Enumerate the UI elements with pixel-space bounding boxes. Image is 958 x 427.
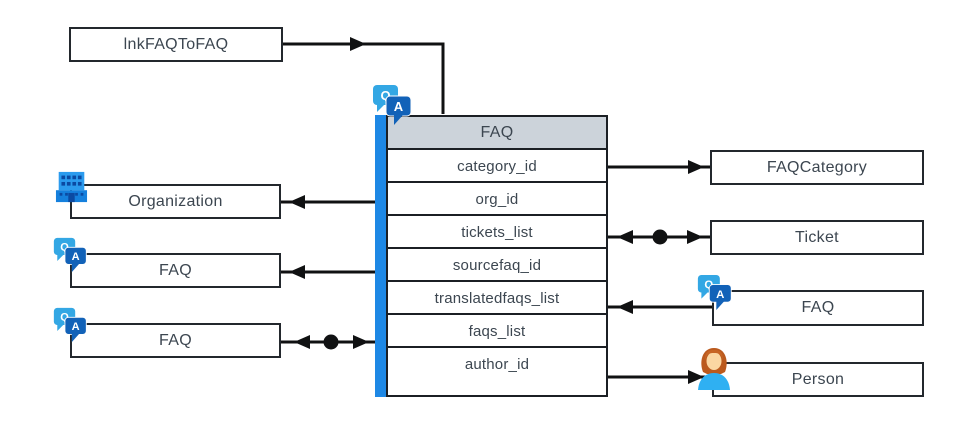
arrowhead-right-ticket [687,230,703,244]
svg-text:Q: Q [60,242,69,254]
entity-person[interactable]: Person [712,362,924,397]
entity-faqcategory[interactable]: FAQCategory [710,150,924,185]
qa-speech-bubbles-icon: Q A [53,307,87,343]
svg-text:Q: Q [380,88,390,103]
table-title: FAQ [480,123,514,141]
svg-text:A: A [394,99,404,114]
arrowhead-left-faq-left [289,265,305,279]
entity-label: Organization [128,192,223,210]
qa-speech-bubbles-icon: Q A [697,274,732,311]
person-icon [698,348,730,390]
arrowhead-right-person [688,370,704,384]
table-header[interactable]: FAQ [388,117,606,150]
svg-text:A: A [72,321,80,333]
entity-label: Person [791,370,845,388]
entity-faq-right[interactable]: FAQ [712,290,924,326]
relation-dot-faqs-list [323,334,339,350]
table-row-category-id[interactable]: category_id [388,150,606,183]
entity-label: FAQ [159,331,192,349]
entity-label: Ticket [795,228,839,246]
table-row-tickets-list[interactable]: tickets_list [388,216,606,249]
arrowhead-left-translatedfaqs [617,300,633,314]
organization-building-icon [55,171,88,203]
arrowhead-right-faqcategory [688,160,704,174]
entity-label: FAQ [159,261,192,279]
connector-lnkfaqtofaq-to-table [283,42,445,114]
table-row-author-id[interactable]: author_id [388,348,606,381]
table-row-translatedfaqs-list[interactable]: translatedfaqs_list [388,282,606,315]
table-row-faqs-list[interactable]: faqs_list [388,315,606,348]
entity-ticket[interactable]: Ticket [710,220,924,255]
arrowhead-right-lnk [350,37,366,51]
arrowhead-left-tickets [617,230,633,244]
entity-label: FAQCategory [766,158,868,176]
svg-text:Q: Q [60,312,69,324]
svg-text:A: A [72,251,80,263]
entity-label: FAQ [801,299,835,316]
table-accent-bar [375,115,386,397]
svg-text:A: A [716,289,724,301]
entity-faq-bottom-left[interactable]: FAQ [70,323,281,358]
relation-dot-ticket [652,229,668,245]
table-row-org-id[interactable]: org_id [388,183,606,216]
table-row-sourcefaq-id[interactable]: sourcefaq_id [388,249,606,282]
svg-text:Q: Q [704,279,713,291]
entity-faq-left[interactable]: FAQ [70,253,281,288]
arrowhead-right-faqs-list [353,335,369,349]
entity-organization[interactable]: Organization [70,184,281,219]
arrowhead-left-organization [289,195,305,209]
entity-label: lnkFAQToFAQ [123,35,229,53]
qa-speech-bubbles-icon: Q A [373,85,412,125]
entity-lnkfaqtofaq[interactable]: lnkFAQToFAQ [69,27,283,62]
faq-table[interactable]: FAQ category_id org_id tickets_list sour… [375,115,608,397]
qa-speech-bubbles-icon: Q A [53,237,87,273]
arrowhead-left-faq-bottom [294,335,310,349]
